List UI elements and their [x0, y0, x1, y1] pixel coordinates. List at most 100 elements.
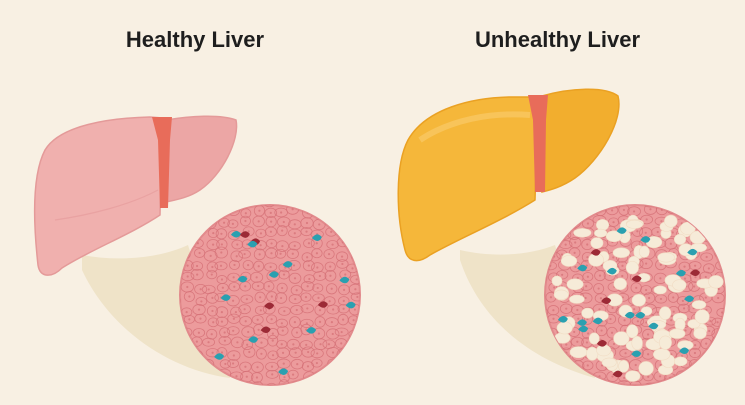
hepatocyte-cell [180, 215, 183, 225]
hepatocyte-cell [255, 348, 267, 360]
cell-nucleus [315, 252, 319, 255]
hepatocyte-cell [334, 382, 348, 385]
cell-nucleus [705, 199, 707, 201]
cell-nucleus [716, 340, 720, 343]
cell-nucleus [294, 351, 297, 354]
cell-nucleus [707, 374, 710, 377]
hepatocyte-cell [699, 205, 713, 206]
hepatocyte-cell [701, 362, 714, 372]
hepatocyte-cell [206, 207, 220, 219]
hepatocyte-cell [218, 336, 232, 346]
cell-nucleus [211, 351, 214, 354]
hepatocyte-cell [350, 292, 360, 302]
cell-nucleus [244, 212, 247, 215]
cell-nucleus [198, 251, 201, 255]
red-blood-cell [260, 326, 271, 334]
cell-nucleus [538, 386, 540, 388]
cell-nucleus [271, 354, 275, 357]
cell-nucleus [692, 218, 695, 221]
cell-nucleus [186, 373, 189, 376]
hepatocyte-cell [703, 216, 716, 227]
cell-nucleus [315, 242, 318, 245]
cell-nucleus [636, 230, 639, 233]
cell-nucleus [549, 210, 552, 213]
cell-nucleus [188, 318, 191, 321]
cell-nucleus [211, 309, 214, 313]
cell-nucleus [354, 288, 357, 291]
cell-nucleus [318, 274, 321, 278]
fat-droplet [657, 252, 675, 263]
cell-nucleus [199, 288, 202, 291]
fat-droplet [689, 230, 706, 245]
hepatocyte-cell [217, 205, 230, 214]
cell-nucleus [305, 343, 308, 347]
red-blood-cell [689, 269, 700, 276]
cell-nucleus [717, 296, 720, 300]
cell-nucleus [270, 242, 273, 245]
hepatocyte-cell [691, 381, 704, 385]
cell-nucleus [211, 265, 214, 269]
cell-nucleus [327, 253, 331, 256]
kupffer-cell [339, 276, 350, 284]
hepatocyte-cell [193, 205, 206, 206]
cell-nucleus [552, 309, 555, 312]
cell-nucleus [212, 375, 215, 378]
cell-nucleus [209, 388, 211, 390]
hepatocyte-cell [561, 195, 571, 203]
hepatocyte-cell [253, 248, 266, 261]
cell-nucleus [305, 201, 307, 203]
cell-nucleus [280, 211, 283, 214]
cell-nucleus [696, 387, 698, 389]
hepatocyte-cell [545, 230, 549, 241]
hepatocyte-cell [299, 380, 311, 385]
cell-nucleus [318, 223, 321, 226]
hepatocyte-cell [207, 317, 219, 328]
fat-droplet [672, 279, 687, 291]
cell-nucleus [211, 296, 214, 299]
cell-nucleus [233, 285, 236, 288]
fat-droplet [653, 285, 667, 295]
cell-nucleus [219, 264, 223, 267]
unhealthy-liver-title: Unhealthy Liver [474, 27, 641, 52]
hepatocyte-cell [536, 195, 549, 203]
cell-nucleus [597, 287, 600, 290]
hepatocyte-cell [301, 252, 313, 263]
hepatocyte-cell [545, 218, 546, 230]
cell-nucleus [195, 340, 198, 343]
red-blood-cell [601, 297, 612, 304]
hepatocyte-cell [218, 217, 230, 228]
cell-nucleus [341, 207, 345, 210]
cell-nucleus [210, 273, 213, 276]
cell-nucleus [340, 375, 343, 378]
cell-nucleus [670, 199, 672, 201]
cell-nucleus [681, 384, 684, 385]
cell-nucleus [244, 320, 247, 323]
cell-nucleus [646, 333, 650, 336]
cell-nucleus [259, 296, 262, 299]
hepatocyte-cell [346, 357, 360, 370]
hepatocyte-cell [277, 216, 291, 228]
hepatocyte-cell [206, 194, 217, 203]
hepatocyte-cell [715, 217, 725, 227]
hepatocyte-cell [711, 335, 725, 348]
hepatocyte-cell [274, 248, 287, 259]
cell-nucleus [296, 363, 299, 366]
cell-nucleus [565, 343, 568, 346]
fat-droplet [694, 309, 710, 324]
red-blood-cell [264, 302, 275, 310]
cell-nucleus [233, 263, 236, 267]
cell-nucleus [243, 308, 246, 311]
cell-nucleus [331, 362, 335, 365]
cell-nucleus [717, 232, 720, 235]
hepatocyte-cell [323, 214, 338, 226]
cell-nucleus [294, 297, 297, 301]
cell-nucleus [232, 209, 235, 212]
cell-nucleus [585, 388, 587, 390]
cell-nucleus [184, 388, 186, 390]
fat-droplet [625, 370, 641, 382]
cell-nucleus [282, 362, 285, 365]
hepatocyte-cell [545, 381, 546, 385]
cell-nucleus [220, 351, 224, 354]
kupffer-cell [648, 322, 659, 330]
hepatocyte-cell [545, 216, 557, 229]
